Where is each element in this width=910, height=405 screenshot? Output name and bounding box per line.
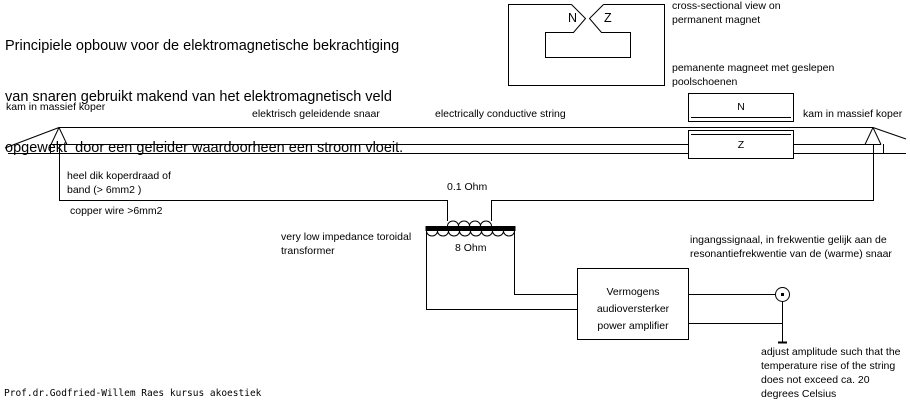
magnet-z-block — [688, 130, 794, 159]
amplifier-label-line: power amplifier — [597, 320, 669, 332]
amplifier-box — [577, 268, 689, 340]
cross-section-caption: cross-sectional view on permanent magnet — [672, 0, 781, 27]
cross-section-magnet — [508, 4, 665, 86]
magnet-outline — [508, 4, 665, 86]
title-line: van snaren gebruikt makend van het elekt… — [5, 89, 392, 105]
wire-label-nl: heel dik koperdraad of band (> 6mm2 ) — [67, 169, 171, 197]
transformer-description: very low impedance toroidal transformer — [281, 230, 411, 258]
pole-shoe-n — [545, 4, 631, 58]
string-assembly — [4, 93, 907, 159]
wire-label-line: band (> 6mm2 ) — [67, 184, 142, 196]
pole-label-z: Z — [604, 11, 612, 25]
primary-winding — [447, 220, 492, 227]
primary-impedance-label: 0.1 Ohm — [447, 181, 488, 193]
secondary-winding — [426, 230, 515, 237]
amplifier-label-line: Vermogens — [606, 286, 660, 298]
magnet-label-z: Z — [737, 139, 745, 151]
secondary-wire-right — [514, 231, 577, 295]
left-comb — [4, 127, 68, 149]
pole-label-n: N — [568, 11, 578, 25]
amplifier-label: Vermogens audioversterker power amplifie… — [578, 284, 688, 335]
transformer-description-line: transformer — [281, 245, 335, 257]
wire-label-en: copper wire >6mm2 — [70, 205, 163, 217]
input-jack-pin — [781, 293, 784, 296]
amplitude-note-line: adjust amplitude such that the — [761, 346, 901, 358]
toroidal-transformer — [425, 220, 516, 237]
amplitude-note-line: does not exceed ca. 20 — [761, 374, 870, 386]
amplitude-note: adjust amplitude such that the temperatu… — [761, 345, 901, 401]
input-description-line: ingangssignaal, in frekwentie gelijk aan… — [690, 234, 887, 246]
author-credit: Prof.dr.Godfried-Willem Raes kursus akoe… — [4, 388, 262, 399]
caption-line: cross-sectional view on — [672, 0, 781, 12]
string-label-nl: elektrisch geleidende snaar — [252, 108, 380, 120]
right-comb-label: kam in massief koper — [803, 108, 903, 120]
input-description-line: resonantiefrekwentie van de (warme) snaa… — [690, 248, 892, 260]
amplitude-note-line: temperature rise of the string — [761, 360, 896, 372]
magnet-n-block — [688, 93, 794, 122]
caption-line: poolschoenen — [672, 76, 738, 88]
magnet-label-n: N — [737, 101, 745, 113]
transformer-core — [425, 226, 516, 231]
left-comb-label: kam in massief koper — [6, 101, 106, 113]
right-comb — [864, 127, 907, 145]
string-label-en: electrically conductive string — [435, 108, 566, 120]
input-signal-description: ingangssignaal, in frekwentie gelijk aan… — [690, 233, 892, 261]
wire-label-line: heel dik koperdraad of — [67, 170, 171, 182]
secondary-impedance-label: 8 Ohm — [455, 242, 487, 254]
magnet-caption: pemanente magneet met geslepen poolschoe… — [672, 61, 834, 89]
caption-line: permanent magnet — [672, 14, 761, 26]
amplifier-label-line: audioversterker — [596, 303, 670, 315]
amplitude-note-line: degrees Celsius — [761, 388, 837, 400]
diagram-title: Principiele opbouw voor de elektromagnet… — [5, 4, 403, 174]
title-line: Principiele opbouw voor de elektromagnet… — [5, 38, 400, 54]
copper-wire-left — [59, 144, 448, 221]
caption-line: pemanente magneet met geslepen — [672, 62, 835, 74]
secondary-wire-left — [426, 231, 577, 310]
transformer-description-line: very low impedance toroidal — [281, 231, 412, 243]
title-line: opgewekt door een geleider waardoorheen … — [5, 140, 404, 156]
copper-wire-right — [491, 144, 874, 221]
